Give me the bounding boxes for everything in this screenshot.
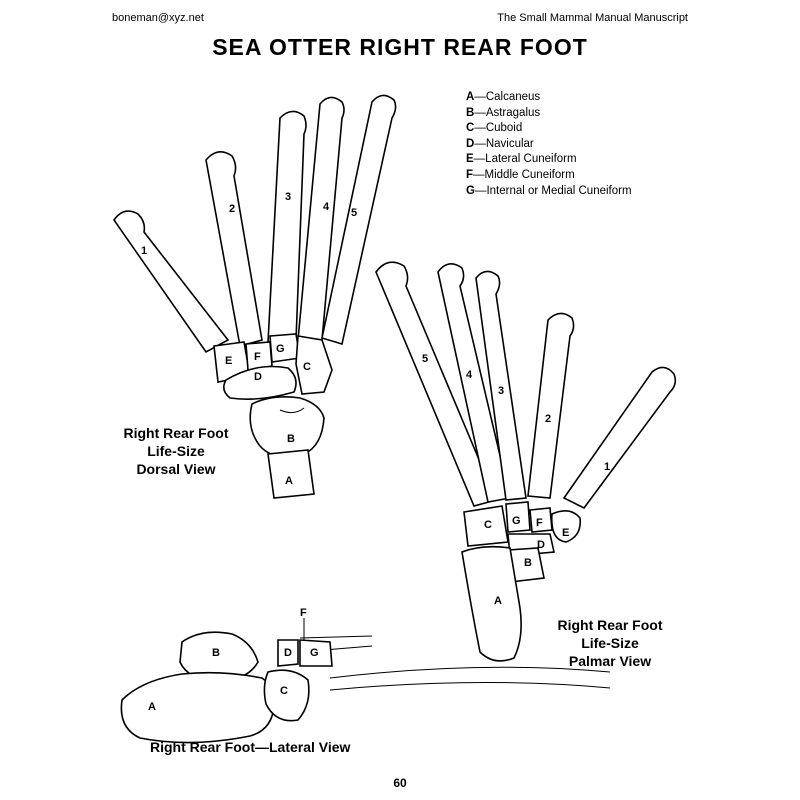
dorsal-bone-label: C	[303, 361, 311, 373]
dorsal-bone-label: D	[254, 371, 262, 383]
dorsal-digit-label: 5	[351, 207, 357, 219]
palmar-bone-label: D	[537, 539, 545, 551]
dorsal-digit-2-bone	[205, 151, 263, 348]
palmar-bone-e	[550, 510, 582, 543]
header-email: boneman@xyz.net	[112, 12, 204, 24]
lateral-bone-c	[263, 669, 310, 722]
dorsal-bone-label: F	[254, 351, 261, 363]
dorsal-bone-label: A	[285, 475, 293, 487]
dorsal-digit-4-bone	[297, 96, 345, 341]
page-number: 60	[393, 776, 407, 790]
bone-legend: A—Calcaneus B—Astragalus C—Cuboid D—Navi…	[466, 90, 632, 199]
dorsal-bone-label: E	[225, 355, 232, 367]
palmar-bone-f	[529, 507, 553, 533]
dorsal-digit-label: 3	[285, 191, 291, 203]
dorsal-bone-label: B	[287, 433, 295, 445]
lateral-bone-d	[277, 639, 299, 667]
legend-item: E—Lateral Cuneiform	[466, 153, 577, 166]
lateral-view-caption: Right Rear Foot—Lateral View	[150, 739, 351, 755]
palmar-digit-label: 5	[422, 353, 428, 365]
palmar-view-illustration: 5 4 3 2 1 C G F E D B A	[375, 261, 677, 662]
lateral-bone-label: D	[284, 647, 292, 659]
dorsal-digit-label: 4	[323, 201, 330, 213]
palmar-digit-2-bone	[527, 312, 575, 499]
header-manuscript-title: The Small Mammal Manual Manuscript	[497, 12, 688, 24]
palmar-digit-5-bone	[375, 261, 498, 507]
palmar-bone-label: A	[494, 595, 502, 607]
dorsal-digit-5-bone	[321, 94, 397, 346]
lateral-bone-g	[299, 639, 333, 667]
lateral-bone-label: A	[148, 701, 156, 713]
palmar-digit-label: 2	[545, 413, 551, 425]
legend-item: C—Cuboid	[466, 122, 523, 135]
dorsal-bone-g	[269, 333, 301, 363]
palmar-bone-g	[505, 501, 531, 533]
lateral-bone-label: B	[212, 647, 220, 659]
legend-item: A—Calcaneus	[466, 91, 541, 103]
palmar-digit-4-bone	[437, 263, 511, 503]
palmar-digit-3-bone	[475, 270, 527, 501]
dorsal-bone-d	[222, 365, 297, 400]
palmar-view-caption: Right Rear Foot Life-Size Palmar View	[557, 617, 663, 669]
dorsal-bone-label: G	[276, 343, 285, 355]
dorsal-digit-label: 2	[229, 203, 235, 215]
palmar-digit-1-bone	[562, 366, 677, 510]
dorsal-bone-b	[249, 396, 325, 458]
palmar-bone-label: G	[512, 515, 521, 527]
lateral-bone-label: G	[310, 647, 319, 659]
dorsal-view-illustration: 1 2 3 4 5 E F G D C B A	[113, 94, 397, 499]
lateral-view-illustration: F B D G A C	[120, 607, 611, 744]
dorsal-view-caption: Right Rear Foot Life-Size Dorsal View	[123, 425, 229, 477]
dorsal-digit-1-bone	[113, 210, 230, 354]
dorsal-bone-a	[267, 449, 315, 499]
palmar-bone-label: B	[524, 557, 532, 569]
legend-item: F—Middle Cuneiform	[466, 168, 575, 181]
legend-item: B—Astragalus	[466, 106, 541, 119]
page-title: SEA OTTER RIGHT REAR FOOT	[212, 34, 588, 60]
lateral-bone-a	[120, 671, 276, 744]
palmar-digit-label: 1	[604, 461, 610, 473]
legend-item: D—Navicular	[466, 137, 534, 150]
palmar-bone-a	[461, 545, 522, 662]
palmar-bone-label: F	[536, 517, 543, 529]
lateral-bone-label: F	[300, 607, 307, 619]
lateral-bone-label: C	[280, 685, 288, 697]
dorsal-bone-c	[295, 335, 333, 395]
palmar-bone-label: C	[484, 519, 492, 531]
dorsal-digit-3-bone	[267, 110, 307, 343]
legend-item: G—Internal or Medial Cuneiform	[466, 184, 632, 197]
palmar-bone-label: E	[562, 527, 569, 539]
dorsal-digit-label: 1	[141, 245, 147, 257]
palmar-digit-label: 4	[466, 369, 473, 381]
palmar-digit-label: 3	[498, 385, 504, 397]
